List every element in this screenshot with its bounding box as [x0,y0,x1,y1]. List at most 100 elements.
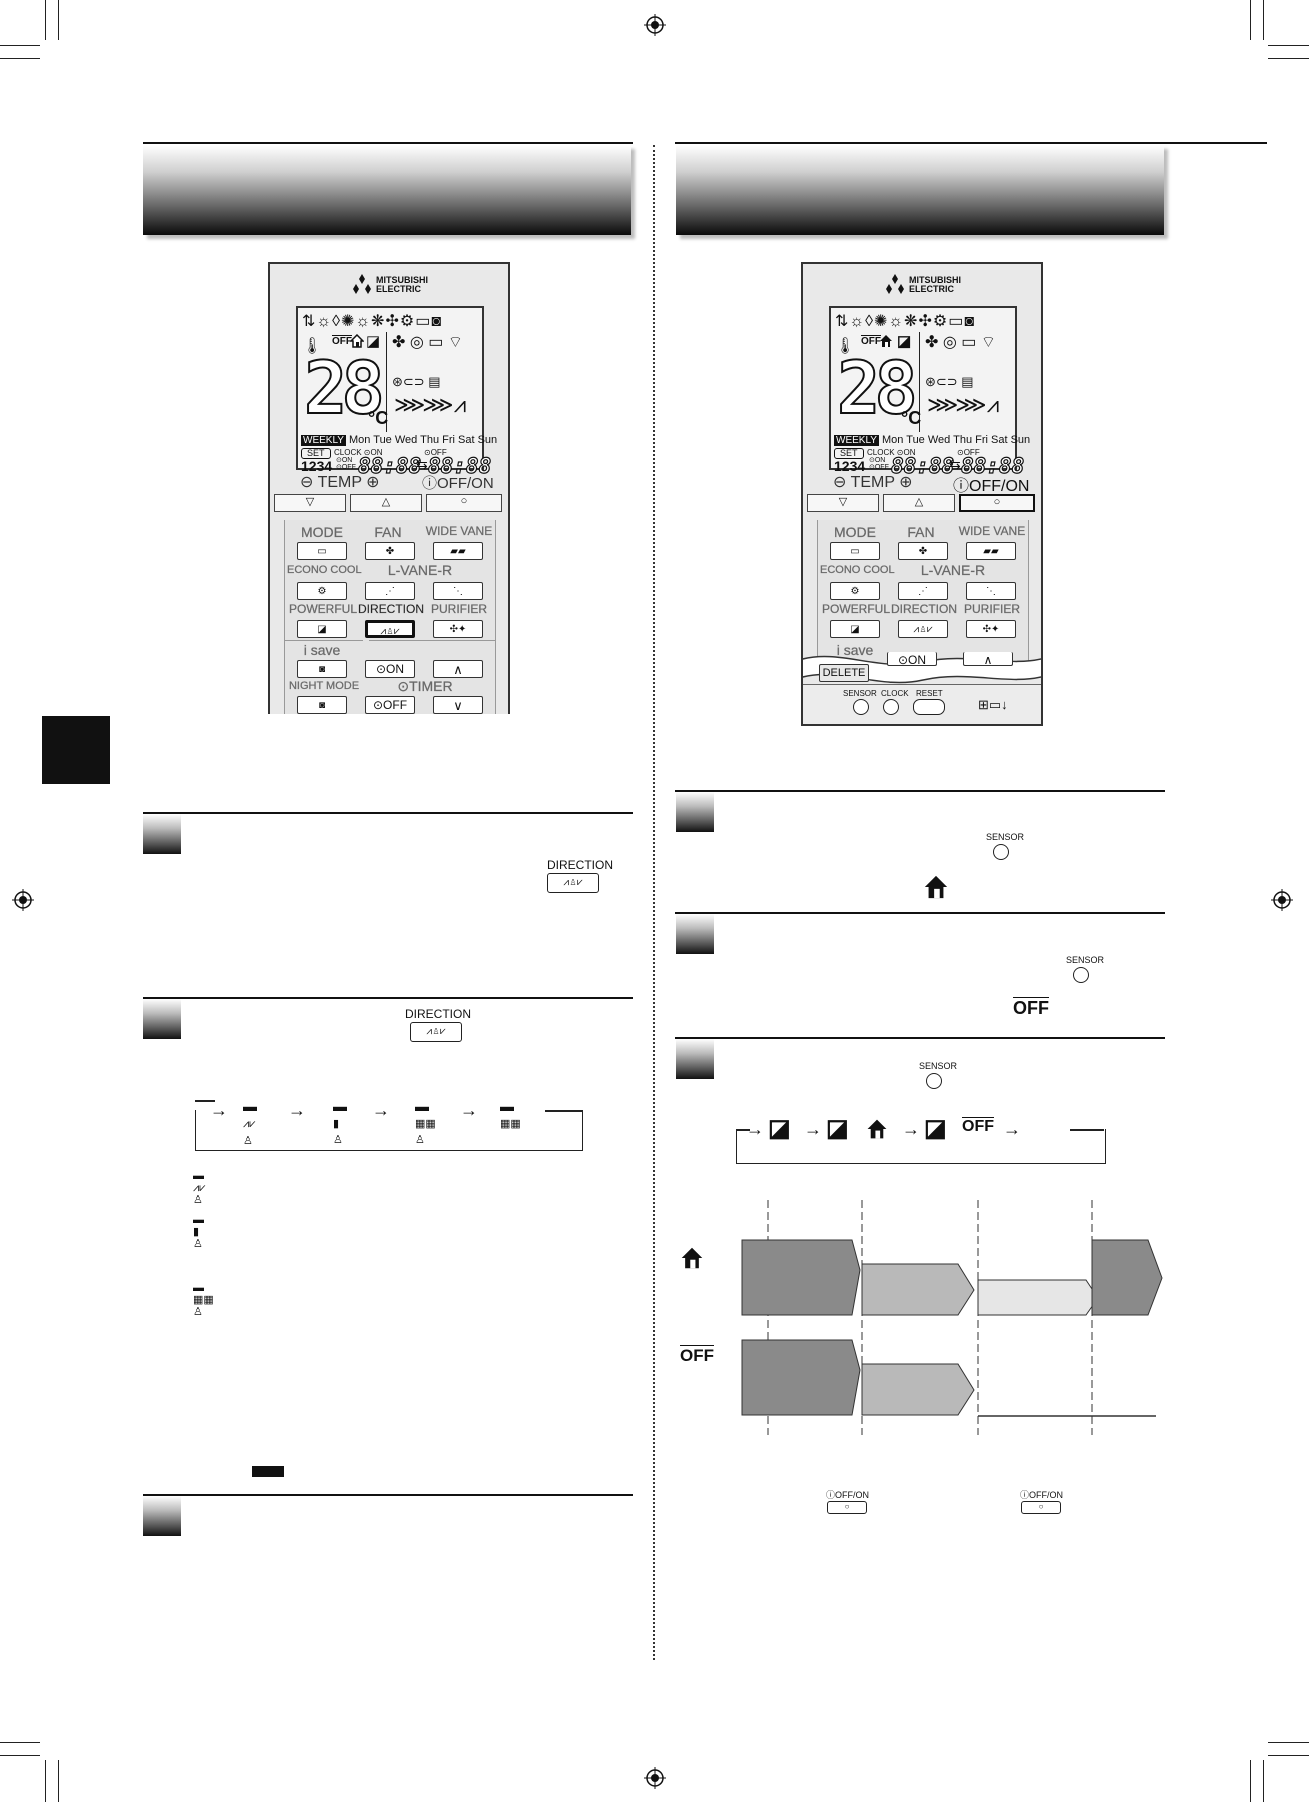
direction-label: DIRECTION [358,602,424,616]
wide-vane-button[interactable]: ▰▰ [966,542,1016,560]
step-number-box [676,914,714,954]
l-vane-button[interactable]: ⋰ [365,582,415,600]
battery-icon: ⊞▭↓ [978,697,1008,712]
temp-up-button[interactable]: △ [883,494,955,512]
crop-mark [1263,1760,1264,1802]
sensor-icon: ◪ [768,1115,791,1142]
temp-up-icon[interactable]: ⊕ [366,474,380,491]
temp-down-icon[interactable]: ⊖ [300,474,314,491]
direction-center-icon: ▬▮♙ [193,1214,204,1250]
sensor-icon: ◪ [826,1115,849,1142]
night-mode-button[interactable]: ◙ [297,696,347,714]
sensor-label: SENSOR [843,689,877,698]
mitsubishi-logo-icon [886,274,904,294]
black-badge [252,1466,284,1477]
temp-up-icon[interactable]: ⊕ [899,474,913,491]
timer-up-button[interactable]: ∧ [433,660,483,678]
off-on-label: ⓘOFF/ON [826,1490,869,1500]
on-time: 88:88 [890,453,955,478]
i-save-label: i save [303,642,341,658]
fan-label: FAN [907,524,935,540]
l-vane-button[interactable]: ⋰ [898,582,948,600]
weekly-row: WEEKLY Mon Tue Wed Thu Fri Sat Sun [834,434,1030,446]
arrow-icon: → [288,1100,306,1120]
step-rule [143,1494,633,1496]
home-icon [350,334,364,348]
temp-label: TEMP [850,474,895,491]
off-home-icon: OFF [1013,998,1049,1018]
direction-center-icon: ▬▮♙ [333,1098,347,1146]
econo-cool-button[interactable]: ⚙ [297,582,347,600]
wide-vane-label: WIDE VANE [425,524,493,538]
direction-button[interactable]: ⩘♙⩗ [365,620,415,638]
clock-button[interactable] [883,699,899,715]
mode-label: MODE [301,524,343,540]
direction-button[interactable]: ⩘♙⩗ [898,620,948,638]
sensor-label: SENSOR [986,832,1025,842]
off-on-button[interactable]: ○ [426,494,502,512]
off-on-button-icon: ○ [827,1501,867,1514]
lcd-unit: °C [901,408,922,428]
sensor-icon: ◪ [924,1115,947,1142]
temp-down-button[interactable]: ▽ [807,494,879,512]
direction-label: DIRECTION [547,858,613,872]
temp-down-button[interactable]: ▽ [274,494,346,512]
purifier-button[interactable]: ✣✦ [433,620,483,638]
crop-mark [1268,45,1309,46]
i-save-button[interactable]: ◙ [297,660,347,678]
step-rule [143,812,633,814]
fan-button[interactable]: ✤ [365,542,415,560]
timer-on-button[interactable]: ⊙ON [365,660,415,678]
arrow-icon: ⇆ [416,456,428,472]
econo-cool-button[interactable]: ⚙ [830,582,880,600]
weekly-badge: WEEKLY [301,435,346,446]
timer-up-button[interactable]: ∧ [963,652,1013,667]
mode-button[interactable]: ▭ [830,542,880,560]
column-divider [653,145,655,1660]
sensor-cycle-loop [736,1129,1106,1164]
remote-control-right: MITSUBISHI ELECTRIC ⇅☼◊✺☼❋✣⚙▭◙ 🌡 OFF ◪ ✤… [801,262,1043,726]
home-icon [867,1119,887,1139]
crop-mark [0,1755,40,1756]
r-vane-button[interactable]: ⋱ [966,582,1016,600]
loop-line [1070,1129,1104,1131]
direction-all-icon: ▬▦▦ [500,1098,521,1130]
wide-vane-button[interactable]: ▰▰ [433,542,483,560]
timer-on-button[interactable]: ⊙ON [887,652,937,667]
mitsubishi-logo-icon [353,274,371,294]
clock-label: CLOCK [881,689,909,698]
fan-button[interactable]: ✤ [898,542,948,560]
off-time: 88:88 [427,453,492,478]
off-icon: OFF [861,336,881,347]
step-rule [675,1037,1165,1039]
r-vane-button[interactable]: ⋱ [433,582,483,600]
registration-mark-icon [1271,889,1293,911]
arrow-icon: → [902,1119,920,1139]
purifier-button[interactable]: ✣✦ [966,620,1016,638]
direction-wide-icon: ▬▦▦♙ [193,1282,214,1318]
crop-mark [1263,0,1264,40]
mode-button[interactable]: ▭ [297,542,347,560]
temp-down-icon[interactable]: ⊖ [833,474,847,491]
delete-button[interactable]: DELETE [819,664,869,682]
powerful-button[interactable]: ◪ [297,620,347,638]
registration-mark-icon [12,889,34,911]
powerful-label: POWERFUL [289,602,358,616]
fan-label: FAN [374,524,402,540]
timer-down-button[interactable]: ∨ [433,696,483,714]
crop-mark [45,1760,46,1802]
loop-line [195,1100,215,1102]
program-numbers: 1234 [301,458,333,474]
timer-off-button[interactable]: ⊙OFF [365,696,415,714]
vane-icons: ⊛⊂⊃ ▤ [925,374,974,389]
sensor-button[interactable] [853,699,869,715]
off-on-label: ⓘOFF/ON [1020,1490,1063,1500]
vane-swing-icon: ⋙⋙ ⩘ [927,392,999,417]
reset-button[interactable] [913,699,945,715]
registration-mark-icon [644,14,666,36]
crop-mark [0,45,40,46]
direction-button-icon: ⩘♙⩗ [410,1022,462,1042]
powerful-button[interactable]: ◪ [830,620,880,638]
off-on-button[interactable]: ○ [959,494,1035,512]
temp-up-button[interactable]: △ [350,494,422,512]
